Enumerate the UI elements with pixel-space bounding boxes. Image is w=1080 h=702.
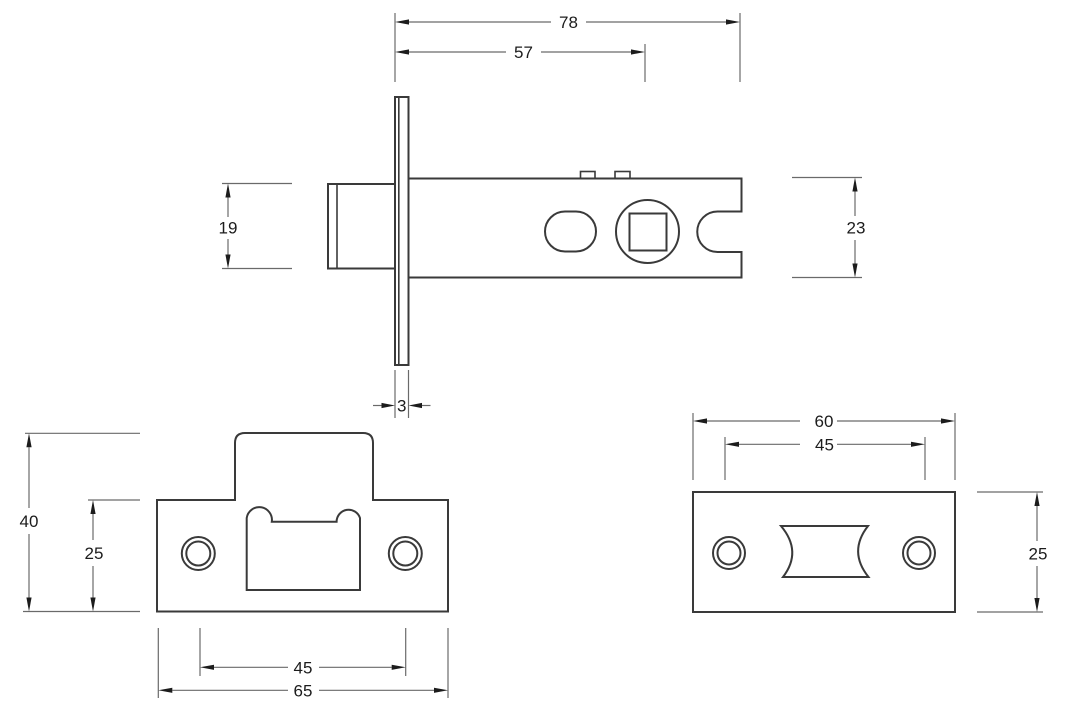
screw-hole-left-outer bbox=[712, 536, 746, 570]
arrowhead-left bbox=[395, 49, 409, 55]
screw-hole-right-inner bbox=[906, 540, 932, 566]
arrowhead-right bbox=[726, 19, 740, 25]
dim-hole-spacing: 45 bbox=[724, 435, 926, 480]
arrowhead-up bbox=[26, 433, 32, 448]
dim-overall-length-label: 78 bbox=[559, 13, 578, 32]
strike-plate-flat-view: 60 45 25 bbox=[692, 412, 1048, 613]
arrowhead-left bbox=[725, 441, 739, 447]
latch-spindle-hub bbox=[615, 199, 680, 264]
arrowhead-left bbox=[408, 402, 422, 409]
arrowhead-right bbox=[941, 418, 955, 424]
dim-overall-width-label: 60 bbox=[815, 412, 834, 431]
arrowhead-down bbox=[225, 254, 231, 269]
screw-hole-left-inner bbox=[185, 540, 212, 567]
dim-overall-height-label: 40 bbox=[20, 512, 39, 531]
strike-plate-tabbed-body bbox=[156, 432, 449, 613]
dim-faceplate-thickness-label: 3 bbox=[397, 396, 406, 415]
screw-hole-left-inner bbox=[716, 540, 742, 566]
arrowhead-up bbox=[852, 177, 858, 192]
strike-plate-tabbed-outline bbox=[156, 432, 449, 613]
dim-overall-width-label: 65 bbox=[294, 681, 313, 700]
latch-oblong-hole bbox=[544, 210, 597, 253]
dim-overall-height: 40 bbox=[20, 432, 140, 613]
arrowhead-down bbox=[26, 597, 32, 612]
dim-bolt-height: 19 bbox=[219, 182, 292, 270]
dim-hole-spacing-label: 45 bbox=[294, 658, 313, 677]
latch-square-spindle-hole bbox=[628, 212, 668, 252]
arrowhead-left bbox=[158, 687, 173, 693]
arrowhead-up bbox=[1034, 492, 1040, 506]
dim-hole-spacing: 45 bbox=[199, 628, 407, 677]
latch-case-body bbox=[407, 177, 743, 279]
dim-plate-height-label: 25 bbox=[1029, 544, 1048, 563]
latch-top-tab-1 bbox=[579, 170, 596, 180]
arrowhead-left bbox=[395, 19, 409, 25]
strike-plate-flat-outline bbox=[692, 491, 956, 613]
dim-case-height: 23 bbox=[792, 176, 866, 279]
dim-case-height-label: 23 bbox=[847, 218, 866, 237]
dim-overall-width: 65 bbox=[157, 628, 449, 700]
strike-plate-tabbed-latch-opening bbox=[245, 506, 361, 591]
dim-overall-width: 60 bbox=[692, 412, 956, 480]
dim-faceplate-thickness: 3 bbox=[373, 370, 431, 418]
arrowhead-right bbox=[911, 441, 925, 447]
strike-plate-flat-latch-opening bbox=[778, 525, 871, 578]
dim-plate-height: 25 bbox=[977, 491, 1048, 613]
arrowhead-up bbox=[90, 500, 96, 514]
strike-plate-tabbed-view: 40 25 45 65 bbox=[20, 432, 449, 700]
arrowhead-left bbox=[200, 664, 214, 670]
arrowhead-up bbox=[225, 183, 231, 198]
screw-hole-right-inner bbox=[392, 540, 419, 567]
screw-hole-right-outer bbox=[902, 536, 936, 570]
latch-outline bbox=[327, 96, 743, 366]
arrowhead-right bbox=[381, 402, 395, 409]
dim-overall-length: 78 bbox=[394, 13, 741, 82]
dim-backset-label: 57 bbox=[514, 43, 533, 62]
arrowhead-right bbox=[434, 687, 448, 693]
dim-bolt-height-label: 19 bbox=[219, 218, 238, 237]
dim-hole-spacing-label: 45 bbox=[815, 435, 834, 454]
arrowhead-down bbox=[1034, 598, 1040, 612]
latch-bolt bbox=[327, 183, 396, 270]
arrowhead-down bbox=[90, 597, 96, 612]
dim-backset: 57 bbox=[395, 43, 646, 82]
dim-plate-height-label: 25 bbox=[85, 544, 104, 563]
latch-top-tab-2 bbox=[614, 170, 631, 180]
arrowhead-right bbox=[391, 664, 406, 670]
arrowhead-right bbox=[631, 49, 645, 55]
latch-side-view: 78 57 19 23 bbox=[219, 13, 866, 418]
screw-hole-left-outer bbox=[180, 536, 216, 571]
arrowhead-left bbox=[693, 418, 707, 424]
strike-plate-flat-body bbox=[692, 491, 956, 613]
dim-plate-height: 25 bbox=[85, 499, 140, 612]
arrowhead-down bbox=[852, 263, 858, 278]
screw-hole-right-outer bbox=[387, 536, 423, 571]
